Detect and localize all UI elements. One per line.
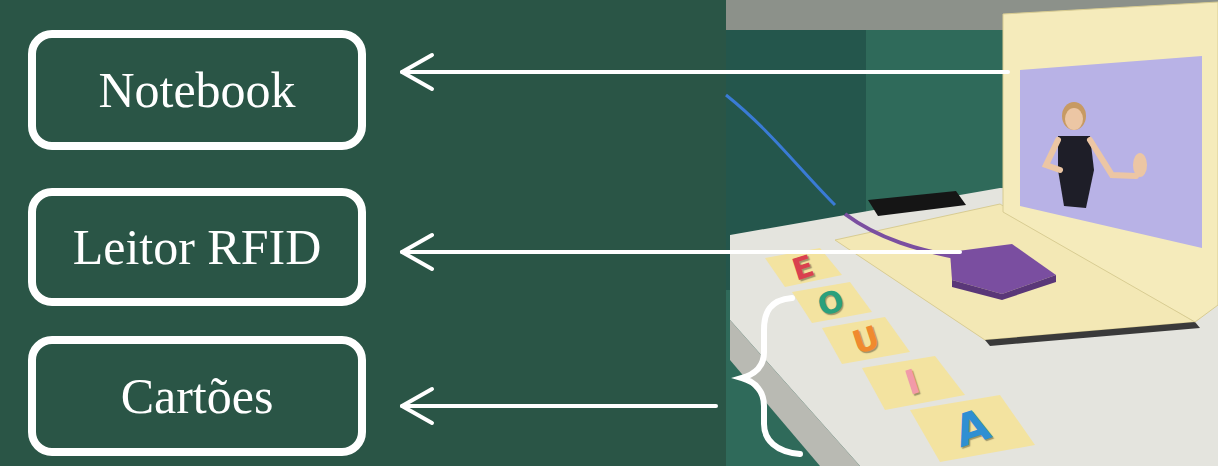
leader-line [402, 70, 1008, 74]
person-arm [1046, 140, 1060, 170]
box-label: Notebook [98, 63, 295, 118]
laptop-screen [1020, 56, 1202, 248]
person-body [1058, 136, 1094, 208]
letter-card [910, 395, 1035, 462]
letter-card [822, 317, 910, 364]
person-hand [1133, 153, 1147, 177]
label-box: Cartões [28, 336, 366, 456]
arrow-head [402, 55, 432, 89]
blue-cable [726, 95, 835, 205]
arrow-head [402, 235, 432, 269]
arrow-head [402, 389, 432, 423]
box-label: Leitor RFID [73, 220, 322, 275]
phone [868, 191, 966, 216]
label-box: Leitor RFID [28, 188, 366, 306]
label-box: Notebook [28, 30, 366, 150]
leader-arrows [402, 55, 1008, 423]
box-label: Cartões [121, 369, 274, 424]
person-arm [1090, 140, 1136, 176]
letter-card [792, 282, 872, 323]
leader-line [402, 404, 716, 408]
photo-wall [726, 0, 1218, 466]
person-face [1065, 108, 1083, 130]
panel-background [0, 0, 726, 466]
letter-card [862, 356, 965, 410]
laptop-base-edge [985, 322, 1200, 346]
leader-line [402, 250, 960, 254]
rfid-reader-side [952, 275, 1056, 300]
person-hair [1062, 102, 1086, 130]
brace [742, 298, 800, 454]
